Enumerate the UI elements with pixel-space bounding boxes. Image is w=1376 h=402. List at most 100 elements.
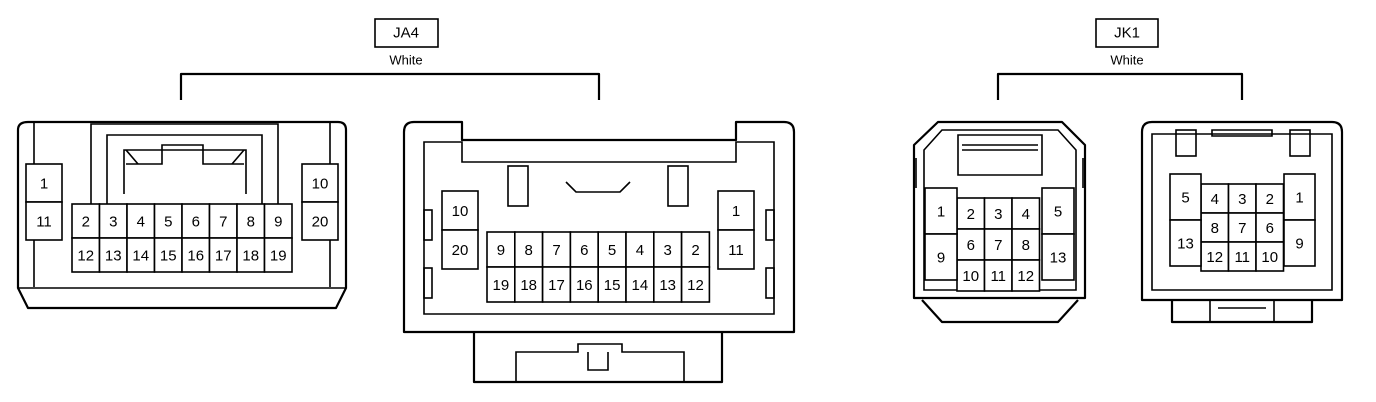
jk1-v2-pin-2-cell bbox=[1255, 183, 1285, 214]
ja4-v1-pin-14: 14 bbox=[132, 248, 149, 265]
ja4-v1-pin-15: 15 bbox=[160, 248, 177, 265]
ja4-v1-pin-19: 19 bbox=[270, 248, 287, 265]
ja4-v2-pin-16: 16 bbox=[576, 277, 593, 294]
jk1-housing-1-side-notches bbox=[915, 158, 1084, 188]
jk1-v1-pin-13: 13 bbox=[1050, 250, 1067, 267]
jk1-housing-2-base bbox=[1170, 300, 1314, 324]
jk1-v1-pin-4-cell bbox=[1011, 197, 1041, 230]
jk1-label-box bbox=[1095, 18, 1159, 48]
jk1-housing-1-inner bbox=[923, 129, 1077, 291]
ja4-v1-pin-15-cell bbox=[153, 237, 183, 273]
ja4-housing-2-inner bbox=[423, 141, 775, 315]
jk1-housing-2-rib-left bbox=[1175, 129, 1197, 157]
ja4-v2-pin-7-cell bbox=[541, 231, 572, 268]
ja4-v2-pin-17-cell bbox=[541, 266, 572, 303]
ja4-v1-pin-1-cell bbox=[25, 163, 63, 203]
jk1-color: White bbox=[1110, 53, 1143, 68]
jk1-housing-1-base bbox=[921, 299, 1079, 324]
ja4-color: White bbox=[389, 53, 422, 68]
ja4-housing-1-latch-bevels bbox=[125, 149, 245, 165]
jk1-v2-pin-5: 5 bbox=[1181, 190, 1189, 207]
ja4-v2-pin-20-cell bbox=[441, 229, 479, 270]
ja4-v1-pin-2: 2 bbox=[82, 214, 90, 231]
jk1-label: JK1 bbox=[1114, 25, 1140, 42]
ja4-header: JA4 White bbox=[179, 18, 601, 100]
ja4-v1-pin-12: 12 bbox=[77, 248, 94, 265]
jk1-v1-pin-3-cell bbox=[983, 197, 1013, 230]
ja4-v2-pin-17: 17 bbox=[548, 277, 565, 294]
ja4-housing-1-outline bbox=[16, 120, 348, 310]
jk1-housing-1-latch bbox=[957, 134, 1043, 176]
jk1-v2-pin-13-cell bbox=[1169, 219, 1202, 267]
jk1-v1-pin-5: 5 bbox=[1054, 204, 1062, 221]
jk1-v2-pin-11: 11 bbox=[1234, 249, 1250, 266]
jk1-v2-pin-7: 7 bbox=[1238, 220, 1246, 237]
ja4-v1-pin-6-cell bbox=[181, 203, 211, 239]
ja4-v1-pin-16: 16 bbox=[187, 248, 204, 265]
ja4-v1-pin-8: 8 bbox=[247, 214, 255, 231]
ja4-v1-pin-3-cell bbox=[98, 203, 128, 239]
ja4-v1-pin-10: 10 bbox=[312, 176, 329, 193]
ja4-v1-pin-18: 18 bbox=[242, 248, 259, 265]
jk1-v1-pin-12: 12 bbox=[1017, 268, 1034, 285]
ja4-housing-2-rib-right bbox=[667, 165, 689, 207]
ja4-v2-pin-1: 1 bbox=[732, 203, 740, 220]
jk1-v1-pin-6: 6 bbox=[967, 237, 975, 254]
jk1-housing-2-outline bbox=[1140, 120, 1344, 302]
jk1-header: JK1 White bbox=[996, 18, 1244, 100]
jk1-v2-pin-3: 3 bbox=[1238, 191, 1246, 208]
ja4-housing-2-rib-left bbox=[507, 165, 529, 207]
jk1-v2-pin-8: 8 bbox=[1211, 220, 1219, 237]
ja4-v2-pin-13: 13 bbox=[659, 277, 676, 294]
ja4-v2-pin-14: 14 bbox=[632, 277, 649, 294]
jk1-v1-pin-7: 7 bbox=[994, 237, 1002, 254]
ja4-housing-2-lock bbox=[472, 332, 724, 384]
ja4-housing-1-latch-core bbox=[123, 149, 247, 194]
ja4-v2-pin-6: 6 bbox=[580, 242, 588, 259]
ja4-housing-2-slot-l2 bbox=[423, 267, 433, 299]
ja4-housing-2-slot-r2 bbox=[765, 267, 775, 299]
ja4-v1-pin-11-cell bbox=[25, 201, 63, 241]
ja4-v2-pin-11-cell bbox=[717, 229, 755, 270]
ja4-v1-pin-3: 3 bbox=[109, 214, 117, 231]
jk1-v1-pin-11: 11 bbox=[990, 268, 1006, 285]
jk1-housing-1-latch-lines bbox=[962, 144, 1038, 151]
jk1-v2-pin-9-cell bbox=[1283, 219, 1316, 267]
ja4-v2-pin-12: 12 bbox=[687, 277, 704, 294]
jk1-housing-2 bbox=[1140, 120, 1344, 324]
jk1-v1-pin-10: 10 bbox=[962, 268, 979, 285]
ja4-v2-pin-11: 11 bbox=[728, 242, 744, 259]
jk1-housing-1-outline bbox=[912, 120, 1087, 300]
ja4-v1-pin-20: 20 bbox=[312, 214, 329, 231]
ja4-v2-pin-3: 3 bbox=[664, 242, 672, 259]
ja4-housing-2-outline bbox=[402, 120, 796, 334]
ja4-v1-pin-11: 11 bbox=[36, 214, 52, 231]
jk1-v2-pin-12: 12 bbox=[1206, 249, 1223, 266]
ja4-v1-pin-6: 6 bbox=[192, 214, 200, 231]
jk1-v1-pin-8: 8 bbox=[1022, 237, 1030, 254]
jk1-bracket bbox=[996, 72, 1244, 100]
ja4-v2-pin-9: 9 bbox=[497, 242, 505, 259]
ja4-v2-pin-9-cell bbox=[486, 231, 516, 268]
ja4-housing-1-latch-inner bbox=[106, 134, 263, 204]
jk1-v1-pin-3: 3 bbox=[994, 206, 1002, 223]
ja4-housing-2-guide bbox=[565, 181, 631, 193]
jk1-housing-2-top-tab bbox=[1211, 129, 1273, 137]
jk1-v2-pin-13: 13 bbox=[1177, 236, 1194, 253]
ja4-v1-pin-9: 9 bbox=[274, 214, 282, 231]
ja4-v2-pin-19-cell bbox=[486, 266, 516, 303]
ja4-v2-pin-13-cell bbox=[652, 266, 683, 303]
jk1-v1-pin-1: 1 bbox=[937, 204, 945, 221]
jk1-v2-pin-10: 10 bbox=[1261, 249, 1278, 266]
ja4-v1-pin-16-cell bbox=[181, 237, 211, 273]
ja4-v2-pin-1-cell bbox=[717, 190, 755, 231]
jk1-housing-2-rib-right bbox=[1289, 129, 1311, 157]
jk1-v1-pin-13-cell bbox=[1041, 233, 1075, 281]
ja4-housing-2 bbox=[402, 120, 796, 384]
ja4-v2-pin-5: 5 bbox=[608, 242, 616, 259]
jk1-v2-pin-6-cell bbox=[1255, 212, 1285, 243]
jk1-v1-pin-10-cell bbox=[956, 259, 986, 292]
